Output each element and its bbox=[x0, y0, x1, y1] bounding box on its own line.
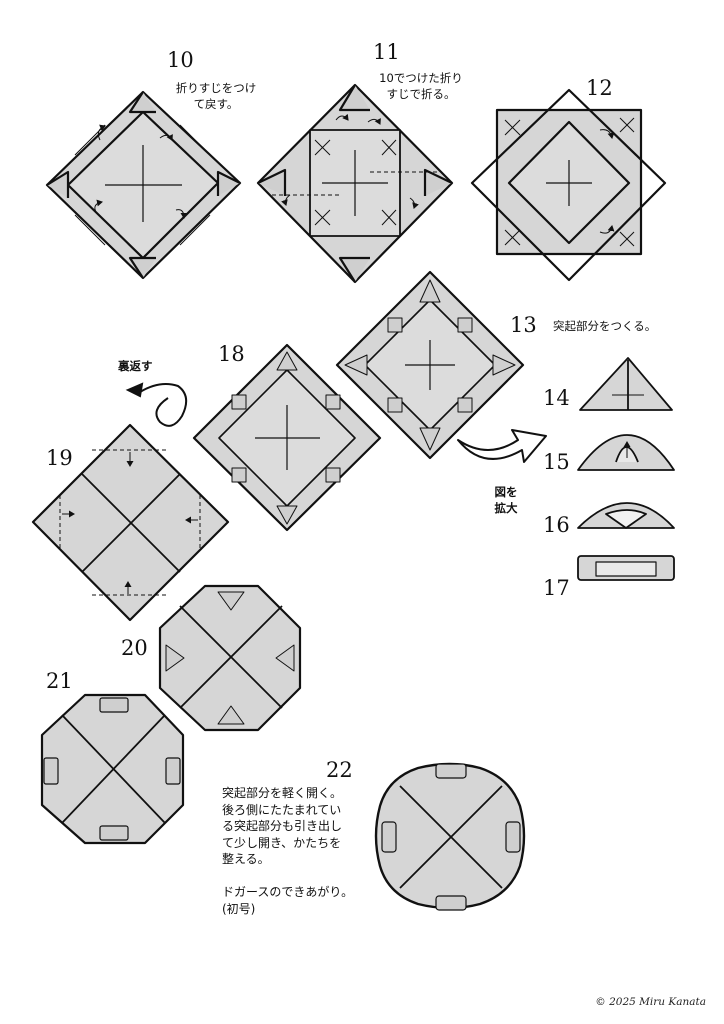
step-10-figure bbox=[45, 90, 242, 280]
step-19-figure bbox=[31, 423, 230, 622]
step-number-10: 10 bbox=[167, 48, 194, 72]
step-number-18: 18 bbox=[218, 342, 245, 366]
step-11-note: 10でつけた折り すじで折る。 bbox=[379, 71, 463, 101]
step-number-19: 19 bbox=[46, 446, 73, 470]
step-18-figure bbox=[192, 343, 382, 532]
step-12-figure bbox=[470, 88, 667, 282]
step-number-12: 12 bbox=[586, 76, 613, 100]
step-20-figure bbox=[158, 584, 302, 732]
step-21-figure bbox=[40, 693, 185, 845]
step-13-note: 突起部分をつくる。 bbox=[553, 319, 657, 333]
step-22-figure bbox=[374, 762, 526, 911]
step-number-22: 22 bbox=[326, 758, 353, 782]
enlarge-label: 図を 拡大 bbox=[494, 485, 518, 515]
step-13-figure bbox=[335, 270, 525, 460]
step-number-11: 11 bbox=[373, 40, 400, 64]
step-number-20: 20 bbox=[121, 636, 148, 660]
step-number-21: 21 bbox=[46, 669, 73, 693]
step-10-note: 折りすじをつけ て戻す。 bbox=[175, 81, 257, 111]
flip-over-label: 裏返す bbox=[118, 359, 153, 373]
step-number-17: 17 bbox=[543, 576, 570, 600]
step-15-figure bbox=[577, 434, 675, 471]
step-11-figure bbox=[256, 83, 454, 284]
step-number-16: 16 bbox=[543, 513, 570, 537]
step-number-13: 13 bbox=[510, 313, 537, 337]
final-note: 突起部分を軽く開く。 後ろ側にたたまれてい る突起部分も引き出し て少し開き、か… bbox=[222, 786, 354, 916]
step-16-figure bbox=[577, 502, 675, 529]
step-14-figure bbox=[579, 357, 673, 411]
step-number-14: 14 bbox=[543, 386, 570, 410]
step-number-15: 15 bbox=[543, 450, 570, 474]
copyright: © 2025 Miru Kanata bbox=[595, 996, 706, 1008]
flip-over-icon bbox=[125, 382, 188, 427]
enlarge-arrow bbox=[457, 429, 547, 463]
step-17-figure bbox=[577, 555, 675, 581]
